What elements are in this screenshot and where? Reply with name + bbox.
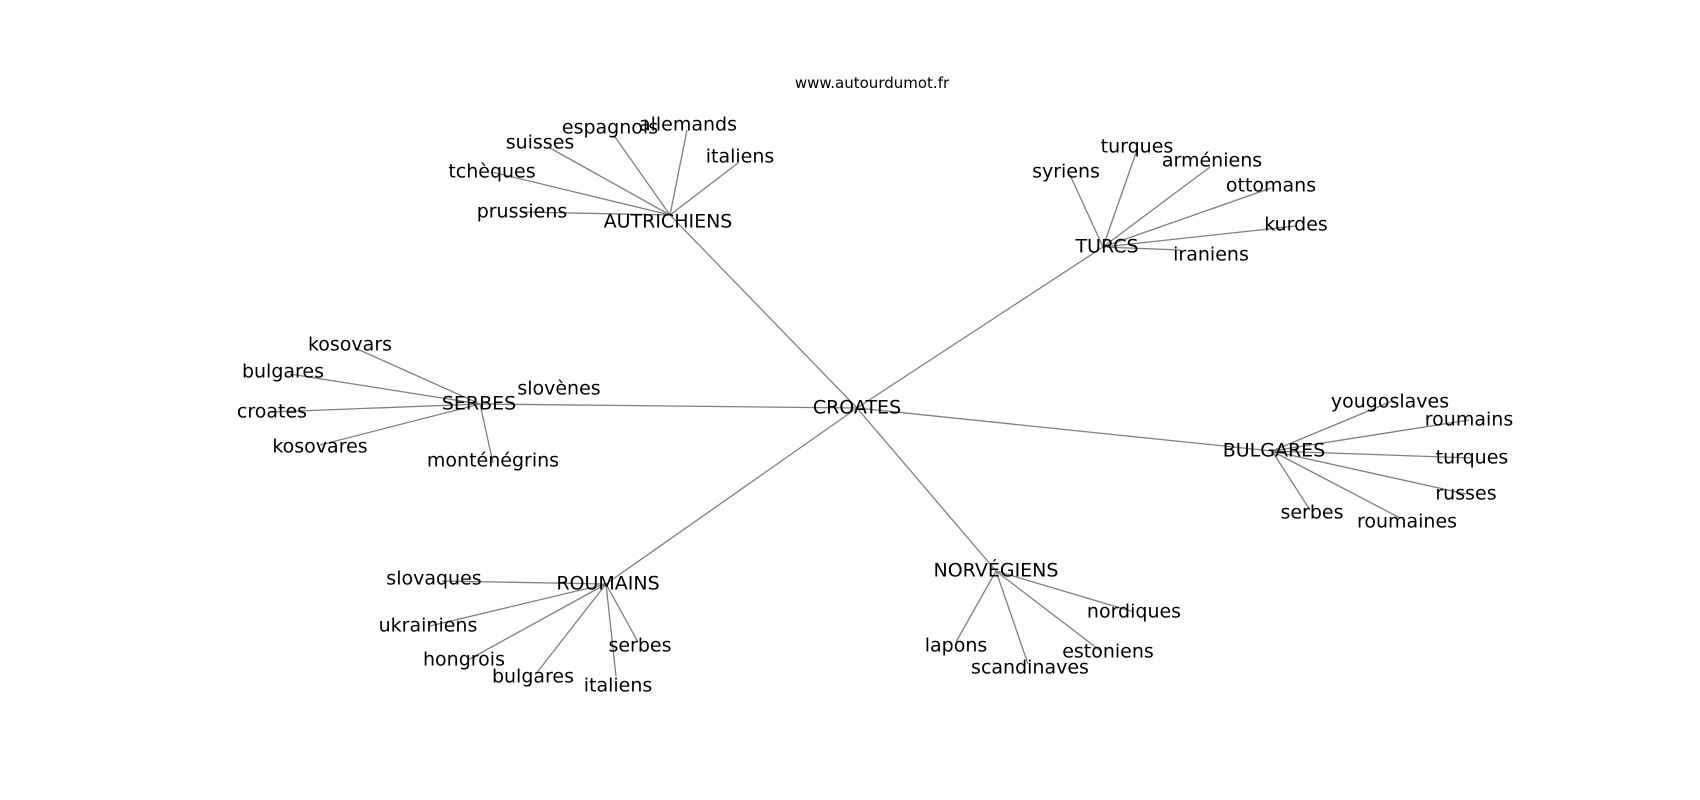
- leaf-node-turcs-kurdes: kurdes: [1264, 214, 1328, 236]
- leaf-node-turcs-syriens: syriens: [1032, 161, 1100, 183]
- edge-roumains-italiens: [605, 583, 617, 677]
- leaf-node-turcs-ottomans: ottomans: [1226, 175, 1316, 197]
- edge-turcs-kurdes: [1102, 225, 1297, 248]
- leaf-node-norvegiens-scandinaves: scandinaves: [971, 657, 1089, 679]
- hub-node-turcs: TURCS: [1074, 236, 1138, 258]
- leaf-node-bulgares-roumains: roumains: [1425, 409, 1513, 431]
- edge-norvegiens-scandinaves: [995, 570, 1029, 665]
- leaf-node-serbes-montenegrins: monténégrins: [427, 450, 559, 472]
- edge-bulgares-turques: [1271, 450, 1473, 459]
- edges-layer: [271, 129, 1473, 677]
- edge-roumains-ukrainiens: [429, 583, 607, 627]
- edge-serbes-montenegrins: [479, 403, 494, 464]
- edge-autrichiens-tcheques: [491, 171, 671, 216]
- leaf-node-roumains-serbes: serbes: [608, 635, 671, 657]
- edge-autrichiens-suisses: [549, 147, 671, 216]
- edge-roumains-slovaques: [441, 580, 607, 585]
- edge-bulgares-roumains: [1271, 419, 1470, 452]
- leaf-node-bulgares-roumaines: roumaines: [1357, 511, 1457, 533]
- edge-autrichiens-espagnols: [614, 136, 671, 216]
- edge-turcs-turques: [1102, 149, 1138, 248]
- hub-node-autrichiens: AUTRICHIENS: [604, 211, 733, 233]
- leaf-node-bulgares-turques: turques: [1436, 447, 1509, 469]
- edge-norvegiens-nordiques: [995, 570, 1135, 613]
- edge-bulgares-russes: [1271, 450, 1467, 495]
- edge-turcs-iraniens: [1102, 246, 1181, 251]
- edge-roumains-hongrois: [467, 583, 607, 661]
- leaf-node-serbes-kosovars: kosovars: [308, 334, 392, 356]
- edge-croates-bulgares: [856, 407, 1273, 452]
- leaf-node-bulgares-yougoslaves: yougoslaves: [1331, 391, 1449, 413]
- leaf-node-turcs-turques: turques: [1101, 136, 1174, 158]
- edge-croates-serbes: [479, 403, 858, 409]
- leaf-node-norvegiens-nordiques: nordiques: [1087, 601, 1181, 623]
- edge-croates-roumains: [605, 407, 858, 585]
- edge-autrichiens-italiens: [669, 162, 739, 216]
- hub-node-roumains: ROUMAINS: [556, 573, 659, 595]
- edge-norvegiens-estoniens: [995, 570, 1103, 653]
- leaf-node-serbes-croates: croates: [237, 401, 307, 423]
- edge-turcs-syriens: [1069, 174, 1104, 248]
- leaf-node-roumains-hongrois: hongrois: [423, 649, 505, 671]
- leaf-node-autrichiens-allemands: allemands: [639, 114, 737, 136]
- edge-bulgares-serbes: [1271, 450, 1311, 511]
- leaf-node-turcs-armeniens: arméniens: [1162, 150, 1262, 172]
- edge-serbes-kosovars: [354, 347, 481, 405]
- edge-serbes-bulgares: [289, 373, 481, 405]
- leaf-node-serbes-slovenes: slovènes: [517, 378, 600, 400]
- leaf-node-autrichiens-espagnols: espagnols: [562, 117, 658, 139]
- leaf-node-roumains-bulgares: bulgares: [492, 666, 574, 688]
- edge-norvegiens-lapons: [955, 570, 997, 643]
- hub-node-bulgares: BULGARES: [1223, 440, 1326, 462]
- leaf-node-serbes-bulgares: bulgares: [242, 361, 324, 383]
- hub-node-norvegiens: NORVÉGIENS: [934, 559, 1059, 582]
- edge-serbes-croates: [271, 403, 481, 413]
- leaf-node-roumains-italiens: italiens: [584, 675, 653, 697]
- hub-node-serbes: SERBES: [442, 393, 516, 415]
- edge-autrichiens-prussiens: [521, 211, 671, 216]
- edge-serbes-kosovares: [319, 403, 481, 446]
- edge-croates-norvegiens: [856, 407, 997, 572]
- leaf-node-roumains-ukrainiens: ukrainiens: [379, 615, 478, 637]
- edge-roumains-serbes: [605, 583, 639, 643]
- leaf-node-autrichiens-tcheques: tchèques: [448, 161, 535, 183]
- leaf-node-autrichiens-suisses: suisses: [506, 132, 575, 154]
- site-credit: www.autourdumot.fr: [795, 74, 950, 92]
- edge-autrichiens-allemands: [669, 129, 688, 216]
- leaf-node-autrichiens-italiens: italiens: [706, 146, 775, 168]
- leaf-node-norvegiens-lapons: lapons: [925, 635, 988, 657]
- leaf-node-serbes-kosovares: kosovares: [272, 436, 367, 458]
- leaf-node-norvegiens-estoniens: estoniens: [1062, 641, 1154, 663]
- leaf-node-roumains-slovaques: slovaques: [386, 568, 481, 590]
- leaf-node-bulgares-russes: russes: [1435, 483, 1496, 505]
- leaf-node-bulgares-serbes: serbes: [1280, 502, 1343, 524]
- edge-croates-autrichiens: [669, 214, 858, 409]
- edge-turcs-ottomans: [1102, 187, 1272, 248]
- edge-bulgares-roumaines: [1271, 450, 1401, 519]
- edge-croates-turcs: [856, 246, 1104, 409]
- leaf-node-turcs-iraniens: iraniens: [1173, 244, 1249, 266]
- center-node-croates: CROATES: [813, 397, 901, 419]
- edge-roumains-bulgares: [534, 583, 607, 676]
- edge-bulgares-yougoslaves: [1271, 401, 1391, 452]
- edge-turcs-armeniens: [1102, 166, 1211, 248]
- leaf-node-autrichiens-prussiens: prussiens: [477, 201, 568, 223]
